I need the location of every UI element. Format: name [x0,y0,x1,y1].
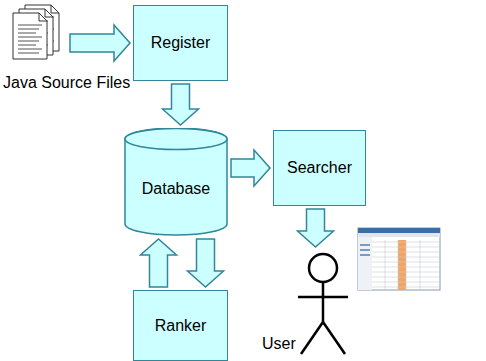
node-label: User [262,334,296,353]
source-files-icon: Java Source Files [3,3,146,95]
cylinder-top [125,129,227,150]
text-line [18,49,42,50]
page-fold [51,5,59,13]
user-actor: User [258,250,358,358]
page-fold [45,9,53,17]
process-box: Register [133,5,228,81]
node-label: Searcher [287,158,352,177]
text-line [18,45,36,46]
figure-leg [323,322,345,354]
page-outline [13,13,47,59]
block-arrow [141,239,177,287]
process-box: Searcher [273,130,366,206]
database-cylinder: Database [124,128,228,236]
node-label: Register [151,33,211,52]
text-line [18,25,42,26]
process-box: Ranker [133,290,228,361]
documents-icon [9,3,67,65]
block-arrow [298,209,334,247]
text-line [18,33,36,34]
page-fold [39,13,47,21]
node-label: Database [142,179,211,198]
block-arrow [163,84,199,125]
figure-arms [298,296,348,299]
block-arrow [188,239,224,287]
node-label: Ranker [155,316,207,335]
text-line [18,41,39,42]
text-line [18,29,39,30]
cylinder-body [125,128,227,235]
figure-body [322,282,325,322]
figure-leg [301,322,323,354]
document-page [13,13,47,59]
block-arrow [231,150,270,186]
text-line [18,53,39,54]
figure-head [309,254,337,282]
block-arrow [70,25,130,61]
text-line [18,37,42,38]
node-label: Java Source Files [3,73,130,92]
screenshot-thumbnail [358,228,440,290]
